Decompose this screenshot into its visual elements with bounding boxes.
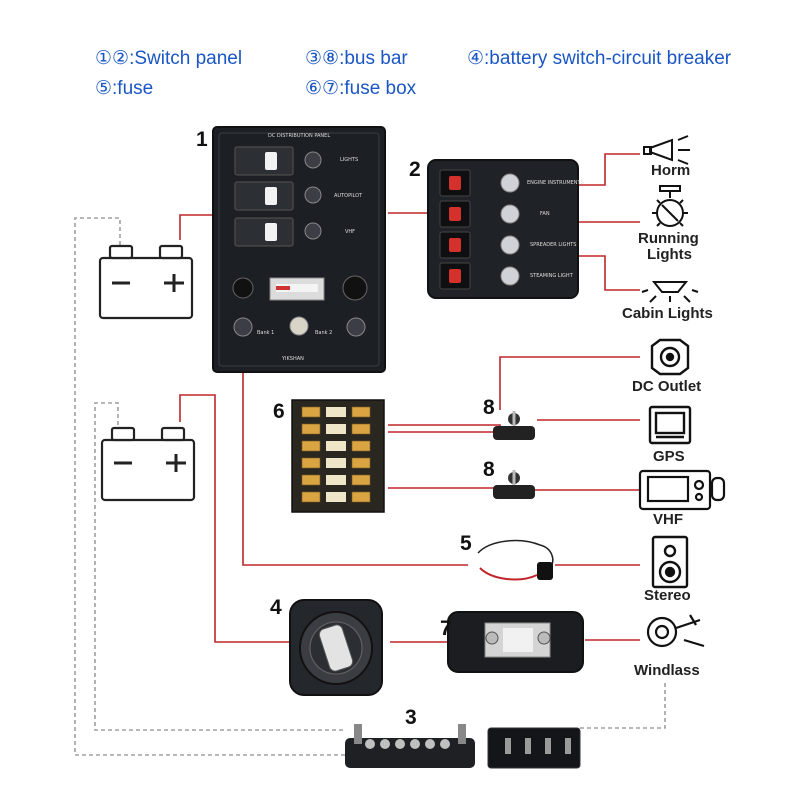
- bus-bar-8-bottom: [493, 470, 535, 499]
- dc-outlet-icon: [650, 338, 690, 376]
- stereo-icon: [651, 535, 689, 589]
- label-stereo: Stereo: [644, 587, 691, 604]
- cabin-lights-icon: [641, 281, 699, 303]
- fuse-block-6: [291, 399, 385, 513]
- label-number-4: 4: [270, 596, 282, 619]
- horn-icon: [643, 135, 690, 165]
- panel2-label-steaming: STEAMING LIGHT: [530, 273, 573, 279]
- label-number-6: 6: [273, 400, 285, 423]
- bus-bar-8-top: [493, 411, 535, 440]
- label-horm: Horm: [651, 162, 691, 179]
- label-number-8-bottom: 8: [483, 458, 495, 481]
- positive-wires: [179, 153, 640, 643]
- panel2-label-engine: ENGINE INSTRUMENTS: [527, 180, 584, 186]
- inline-fuse-5: [477, 539, 554, 581]
- label-vhf: VHF: [653, 511, 683, 528]
- legend-battery-switch: ④:battery switch-circuit breaker: [467, 48, 732, 69]
- battery-1: [98, 244, 194, 320]
- panel1-label-bank2: Bank 2: [315, 330, 333, 336]
- legend-fuse-box: ⑥⑦:fuse box: [305, 78, 417, 99]
- label-running: Running: [638, 230, 699, 247]
- switch-panel-1: [212, 126, 386, 373]
- panel2-label-spreader: SPREADER LIGHTS: [530, 242, 577, 248]
- panel1-label-vhf: VHF: [345, 229, 356, 235]
- switch-panel-2: [427, 159, 579, 299]
- panel1-label-autopilot: AUTOPILOT: [334, 193, 363, 199]
- label-cabin-lights: Cabin Lights: [622, 305, 713, 322]
- windlass-icon: [646, 614, 705, 648]
- label-windlass: Windlass: [634, 662, 700, 679]
- label-number-5: 5: [460, 532, 472, 555]
- fuse-box-7: [447, 611, 584, 673]
- legend-switch-panel: ①②:Switch panel: [95, 48, 243, 69]
- gps-icon: [648, 405, 692, 445]
- panel1-title: DC DISTRIBUTION PANEL: [268, 133, 331, 139]
- panel1-label-bank1: Bank 1: [257, 330, 275, 336]
- label-dc-outlet: DC Outlet: [632, 378, 702, 395]
- label-number-3: 3: [405, 706, 417, 729]
- legend-fuse: ⑤:fuse: [95, 78, 154, 99]
- battery-2: [100, 426, 196, 502]
- label-number-7: 7: [440, 617, 452, 640]
- label-gps: GPS: [653, 448, 685, 465]
- panel1-brand: YIKSHAN: [282, 356, 304, 362]
- label-number-1: 1: [196, 128, 208, 151]
- legend-bus-bar: ③⑧:bus bar: [305, 48, 408, 69]
- running-lights-icon: [652, 185, 688, 227]
- label-lights: Lights: [647, 246, 692, 263]
- panel1-label-lights: LIGHTS: [340, 157, 359, 163]
- panel2-label-fan: FAN: [540, 211, 550, 217]
- bus-bar-3: [345, 724, 581, 769]
- label-number-8-top: 8: [483, 396, 495, 419]
- battery-switch-4: [289, 599, 383, 696]
- vhf-icon: [638, 469, 726, 511]
- label-number-2: 2: [409, 158, 421, 181]
